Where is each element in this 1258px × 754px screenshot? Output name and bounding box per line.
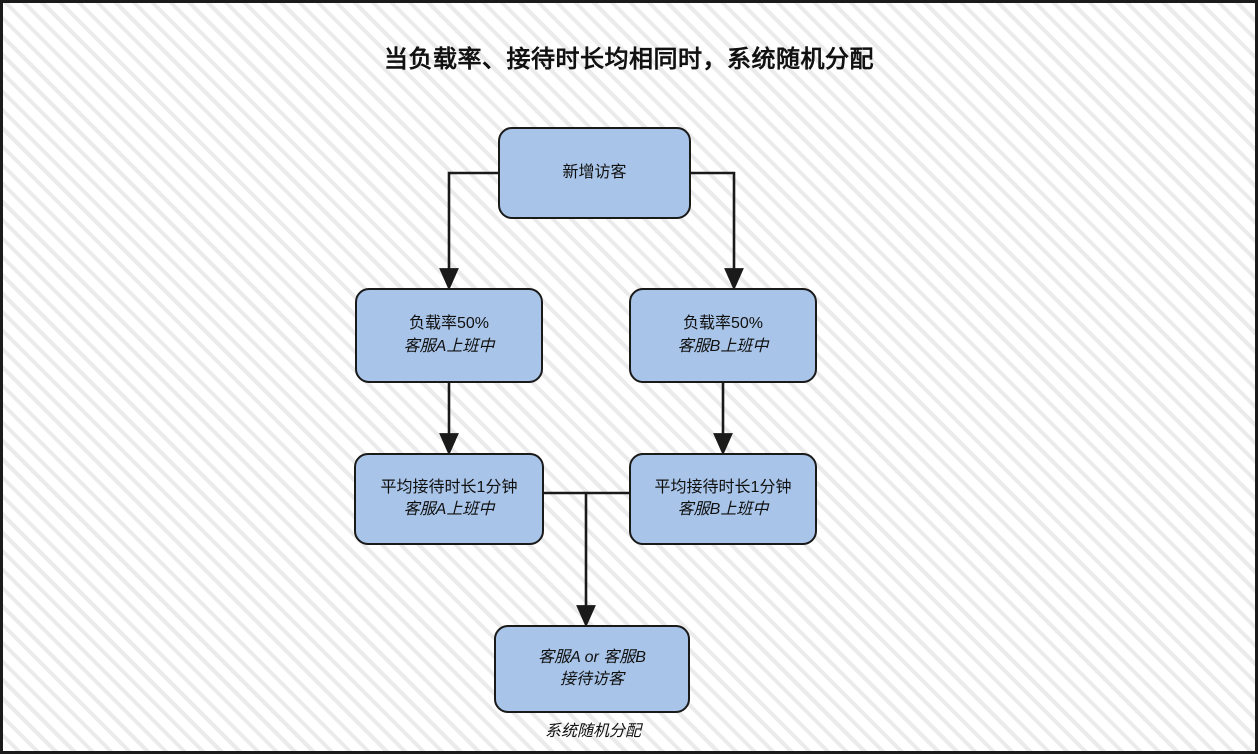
node-line: 平均接待时长1分钟 — [654, 478, 792, 496]
node-line: 负载率50% — [408, 315, 490, 333]
connector-layer — [439, 171, 744, 628]
edge-top-to-load-a — [439, 171, 498, 291]
node-line: 客服A上班中 — [403, 501, 495, 518]
node-line: 平均接待时长1分钟 — [380, 478, 518, 496]
page-title: 当负载率、接待时长均相同时，系统随机分配 — [384, 46, 874, 73]
node-duration-a[interactable]: 平均接待时长1分钟 客服A上班中 — [354, 453, 544, 545]
node-load-a[interactable]: 负载率50% 客服A上班中 — [355, 288, 543, 383]
node-line: 负载率50% — [682, 315, 764, 333]
diagram-caption: 系统随机分配 — [544, 723, 641, 740]
node-line: 客服A or 客服B — [538, 648, 646, 666]
node-duration-b[interactable]: 平均接待时长1分钟 客服B上班中 — [629, 453, 817, 545]
node-line: 新增访客 — [562, 163, 627, 181]
node-line: 客服B上班中 — [677, 501, 769, 518]
node-load-b[interactable]: 负载率50% 客服B上班中 — [629, 288, 817, 383]
node-line: 接待访客 — [559, 671, 624, 688]
edge-top-to-load-b — [691, 171, 744, 291]
node-line: 客服A上班中 — [403, 337, 495, 355]
node-assigned[interactable]: 客服A or 客服B 接待访客 — [494, 625, 690, 713]
node-line: 客服B上班中 — [677, 337, 769, 355]
node-new-visitor[interactable]: 新增访客 — [498, 127, 691, 219]
